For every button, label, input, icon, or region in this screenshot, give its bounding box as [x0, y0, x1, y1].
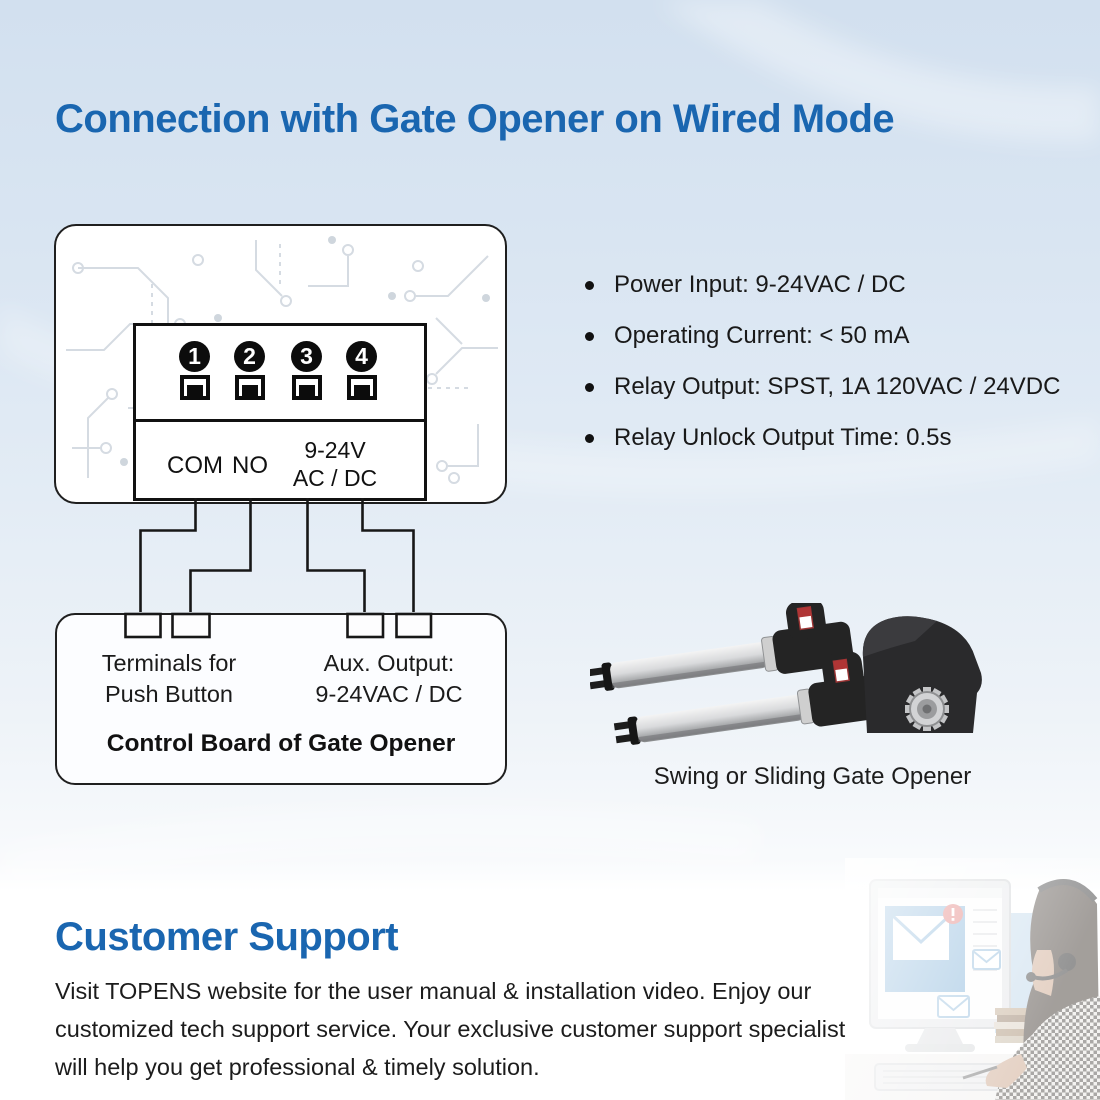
control-board-title: Control Board of Gate Opener — [106, 730, 456, 757]
swing-gate-opener-image — [587, 599, 854, 691]
support-paragraph-line2: customized tech support service. Your ex… — [55, 1016, 846, 1042]
terminal-socket-icon — [292, 375, 322, 400]
socket-fill — [299, 385, 315, 396]
bullet-icon — [585, 332, 594, 341]
terminal-block-divider — [136, 419, 424, 422]
terminal-socket-icon — [347, 375, 377, 400]
support-paragraph-line3: will help you get professional & timely … — [55, 1054, 540, 1080]
label-voltage: 9-24V AC / DC — [280, 436, 390, 492]
sliding-gate-opener-image — [862, 616, 982, 733]
spec-text: Operating Current: < 50 mA — [614, 322, 910, 349]
drive-gear-icon — [905, 687, 949, 731]
spec-item: Power Input: 9-24VAC / DC — [585, 271, 1075, 299]
terminal-socket-icon — [235, 375, 265, 400]
spec-text: Power Input: 9-24VAC / DC — [614, 271, 906, 298]
photo-fade-overlay — [845, 858, 1100, 1100]
bullet-icon — [585, 383, 594, 392]
aux-output-line2: 9-24VAC / DC — [315, 681, 463, 707]
support-photo — [845, 858, 1100, 1100]
spec-item: Relay Unlock Output Time: 0.5s — [585, 424, 1075, 452]
label-com: COM — [167, 452, 223, 479]
support-heading: Customer Support — [55, 915, 399, 959]
terminal-number-badge: 1 — [179, 341, 210, 372]
aux-output-label: Aux. Output: 9-24VAC / DC — [274, 648, 504, 710]
terminal-number-badge: 2 — [234, 341, 265, 372]
push-button-terminals-line1: Terminals for — [101, 650, 237, 676]
terminal-socket-icon — [180, 375, 210, 400]
aux-output-line1: Aux. Output: — [323, 650, 455, 676]
label-no: NO — [232, 452, 268, 479]
spec-item: Operating Current: < 50 mA — [585, 322, 1075, 350]
push-button-terminals-label: Terminals for Push Button — [59, 648, 279, 710]
terminal-number-badge: 3 — [291, 341, 322, 372]
spec-item: Relay Output: SPST, 1A 120VAC / 24VDC — [585, 373, 1075, 401]
product-caption: Swing or Sliding Gate Opener — [653, 763, 972, 790]
terminal-number-badge: 4 — [346, 341, 377, 372]
socket-fill — [242, 385, 258, 396]
terminal-block: 1 2 3 4 COM NO 9-24V AC / DC — [133, 323, 427, 501]
spec-text: Relay Output: SPST, 1A 120VAC / 24VDC — [614, 373, 1061, 400]
support-paragraph-line1: Visit TOPENS website for the user manual… — [55, 978, 812, 1004]
support-paragraph: Visit TOPENS website for the user manual… — [55, 972, 855, 1086]
gate-opener-products-image — [587, 599, 982, 745]
push-button-terminals-line2: Push Button — [104, 681, 234, 707]
socket-fill — [187, 385, 203, 396]
control-board-panel: Terminals for Push Button Aux. Output: 9… — [55, 613, 507, 785]
socket-fill — [354, 385, 370, 396]
product-figure: Swing or Sliding Gate Opener — [587, 599, 1035, 791]
specs-list: Power Input: 9-24VAC / DC Operating Curr… — [585, 271, 1075, 475]
spec-text: Relay Unlock Output Time: 0.5s — [614, 424, 952, 451]
label-voltage-line2: AC / DC — [292, 465, 378, 491]
page-title: Connection with Gate Opener on Wired Mod… — [55, 97, 895, 141]
bullet-icon — [585, 281, 594, 290]
bullet-icon — [585, 434, 594, 443]
label-voltage-line1: 9-24V — [304, 437, 366, 463]
